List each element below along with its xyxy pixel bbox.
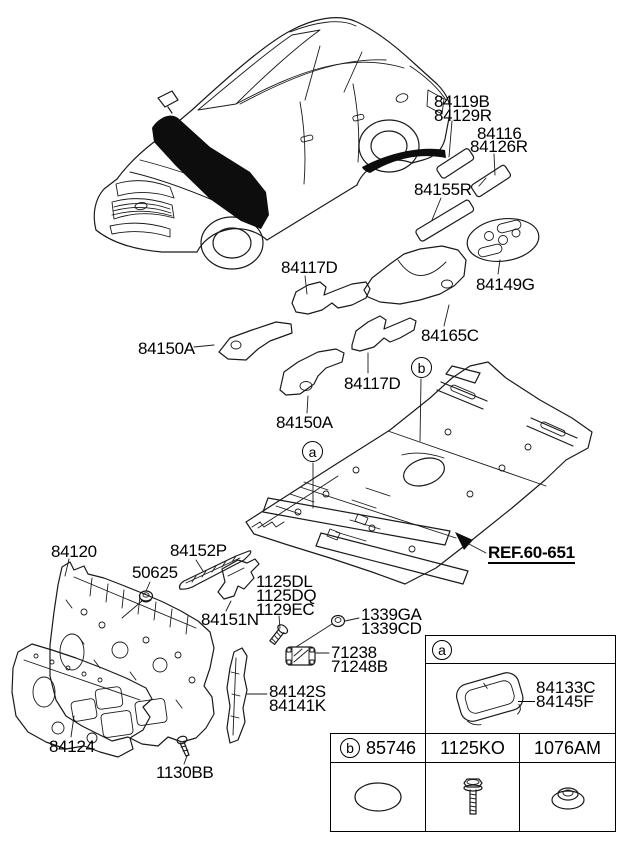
part-label-84150a-mid: 84150A	[276, 413, 333, 432]
screw-1130bb	[176, 735, 190, 757]
callout-71238-clamp: 71238 71248B	[331, 643, 388, 676]
tray-leader-line	[518, 701, 535, 702]
legend-b-col-1125ko: 1125KO	[426, 734, 520, 831]
part-label-71238: 71238	[331, 643, 377, 662]
push-grommet-icon	[550, 787, 585, 810]
legend-table-a: a 84133C 84145F	[425, 635, 616, 734]
ref-floor-panel-label: REF.60-651	[488, 543, 575, 564]
legend-b-col-85746: b 85746	[331, 734, 426, 831]
legend-b-header-1125ko: 1125KO	[426, 734, 519, 763]
legend-b-col-1076am: 1076AM	[520, 734, 615, 831]
floor-tray-pad-icon	[455, 672, 524, 726]
hex-bolt-icon	[462, 778, 483, 815]
cowl-blade-84152p	[178, 550, 252, 590]
part-label-84116: 84116	[477, 124, 522, 143]
clamp-71238	[285, 646, 316, 666]
part-label-84126r: 84126R	[470, 137, 528, 156]
part-label-84165c: 84165C	[421, 326, 479, 345]
callout-84119b-84129r: 84119B 84129R	[434, 92, 492, 125]
callout-marker-a: a	[302, 441, 323, 462]
legend-b-body-85746	[331, 763, 425, 831]
bracket-84151n	[217, 558, 260, 600]
vehicle-illustration	[93, 17, 451, 270]
round-pad-84149g	[466, 218, 540, 262]
part-label-84119b: 84119B	[434, 92, 490, 111]
dash-insulator-pad-84124	[11, 643, 153, 758]
part-label-1125dl: 1125DL	[256, 572, 313, 591]
part-label-1125dq: 1125DQ	[256, 585, 317, 605]
part-label-84124: 84124	[49, 737, 95, 756]
marker-a-letter: a	[308, 443, 317, 460]
part-label-1339cd: 1339CD	[361, 618, 422, 638]
part-label-1076am: 1076AM	[533, 737, 602, 758]
callout-marker-b: b	[411, 357, 432, 378]
part-label-84145f: 84145F	[536, 692, 594, 711]
callout-1125-bolt: 1125DL 1125DQ 1129EC	[256, 572, 317, 619]
part-label-84149g: 84149G	[476, 275, 535, 294]
part-label-84120: 84120	[51, 542, 97, 561]
callout-1339-nut: 1339GA 1339CD	[361, 605, 422, 638]
legend-b-body-1125ko	[426, 763, 519, 831]
callout-84142s-84141k: 84142S 84141K	[269, 682, 326, 715]
firewall-insulation-highlight	[152, 115, 269, 229]
oval-pad-icon	[354, 782, 402, 812]
part-label-84142s: 84142S	[269, 682, 326, 701]
legend-marker-b: b	[339, 738, 360, 758]
nut-1339	[330, 614, 346, 628]
part-label-85746: 85746	[365, 737, 417, 758]
part-label-84129r: 84129R	[434, 105, 492, 125]
part-label-84150a-left: 84150A	[138, 339, 195, 358]
legend-table-b: b 85746 1125KO 1076AM	[330, 733, 616, 832]
part-label-84133c: 84133C	[536, 678, 596, 697]
part-label-1129ec: 1129EC	[256, 599, 315, 619]
legend-marker-a-letter: a	[438, 641, 446, 658]
part-label-84155r: 84155R	[414, 180, 472, 199]
legend-table-a-body: 84133C 84145F	[426, 664, 615, 732]
legend-a-part-numbers: 84133C 84145F	[536, 678, 596, 711]
legend-b-header-85746: b 85746	[331, 734, 425, 763]
part-label-1339ga: 1339GA	[361, 605, 422, 624]
part-label-84152p: 84152P	[170, 541, 227, 560]
part-label-1130bb: 1130BB	[156, 763, 214, 782]
floor-pads	[218, 245, 467, 396]
side-sill-pads	[415, 148, 512, 242]
floor-panel-assembly	[245, 361, 593, 585]
part-label-50625: 50625	[132, 563, 178, 582]
leader-lines	[64, 120, 501, 765]
legend-table-a-header: a	[426, 636, 615, 664]
legend-b-header-1076am: 1076AM	[520, 734, 615, 763]
legend-marker-b-letter: b	[346, 740, 354, 756]
legend-b-body-1076am	[520, 763, 615, 831]
rocker-swoosh-highlight	[362, 148, 446, 173]
part-label-84117d-top: 84117D	[281, 258, 338, 277]
part-label-84117d-mid: 84117D	[344, 374, 401, 393]
dash-panel-84120	[49, 561, 215, 747]
part-label-71248b: 71248B	[331, 656, 388, 676]
marker-b-letter: b	[417, 359, 426, 376]
legend-marker-a: a	[432, 639, 452, 660]
side-reinforcement-84142s	[226, 647, 248, 744]
part-label-1125ko: 1125KO	[440, 737, 505, 758]
part-label-84151n: 84151N	[201, 610, 259, 629]
part-label-84141k: 84141K	[269, 695, 326, 715]
bolt-1125	[269, 624, 289, 646]
